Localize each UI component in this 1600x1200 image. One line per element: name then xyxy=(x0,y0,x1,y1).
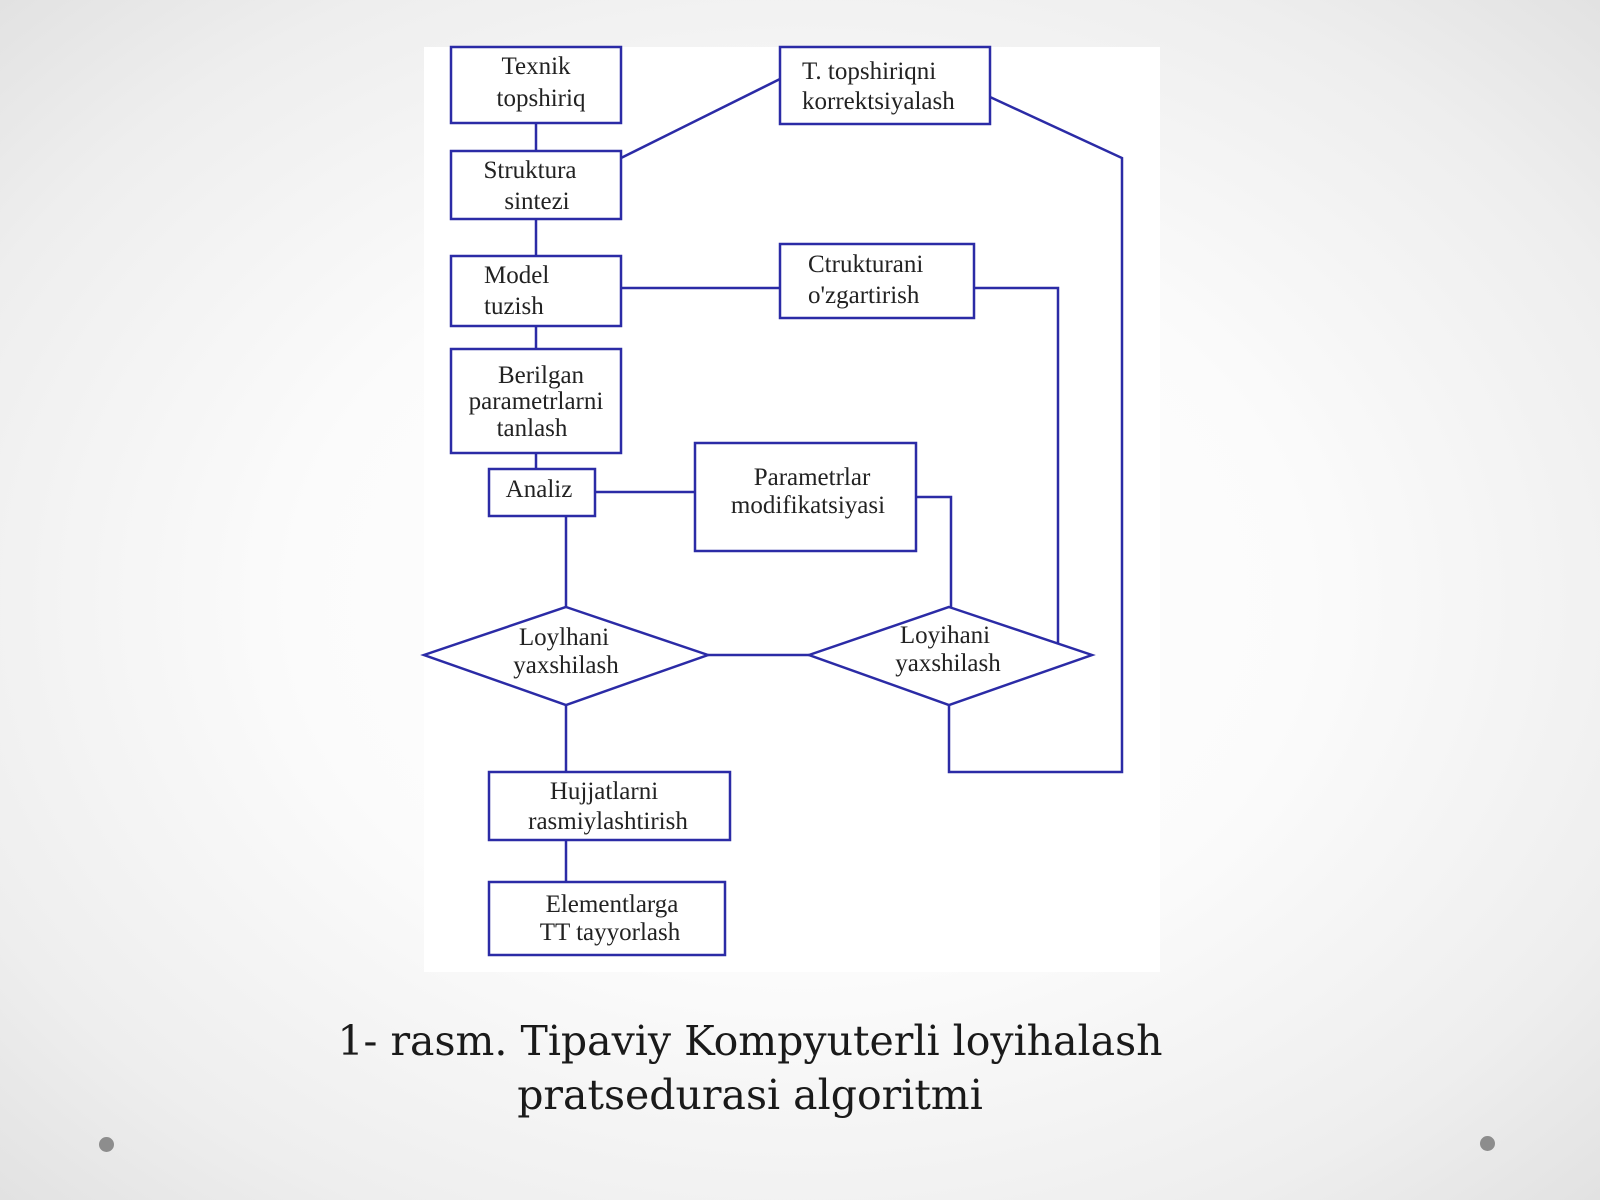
node-analiz-box xyxy=(487,467,597,518)
node-loyihani-yaxshilash: Loyihani yaxshilash xyxy=(805,605,1096,707)
node-texnik-topshiriq: Texnik topshiriq xyxy=(449,45,623,125)
slide-bullet-left xyxy=(99,1137,114,1152)
connector-korrektsiyalash-loop xyxy=(947,95,1124,774)
node-loylhani-line1: Loylhani xyxy=(519,624,609,651)
node-model-tuzish-box xyxy=(449,254,623,328)
node-analiz: Analiz xyxy=(487,467,597,518)
node-berilgan-line2: parametrlarni xyxy=(469,388,604,415)
node-t-topshiriqni-korrektsiyalash: T. topshiriqni korrektsiyalash xyxy=(778,45,992,126)
node-hujjatlarni-box xyxy=(487,770,732,842)
node-struktura-sintezi-line2: sintezi xyxy=(504,188,569,215)
connector-ctrukturani-loyihani xyxy=(974,286,1060,643)
node-elementlarga-line1: Elementlarga xyxy=(546,891,679,918)
node-parametrlar-line2: modifikatsiyasi xyxy=(731,492,885,519)
node-model-tuzish-line1: Model xyxy=(484,262,549,289)
node-struktura-sintezi: Struktura sintezi xyxy=(449,149,623,221)
node-loyihani-line2: yaxshilash xyxy=(895,650,1001,677)
node-texnik-topshiriq-line2: topshiriq xyxy=(497,85,586,112)
node-berilgan-line1: Berilgan xyxy=(498,362,585,389)
node-elementlarga-box xyxy=(487,880,727,957)
node-loyihani-line1: Loyihani xyxy=(900,622,990,649)
node-elementlarga-tt-tayyorlash: Elementlarga TT tayyorlash xyxy=(487,880,727,957)
node-hujjatlarni-line2: rasmiylashtirish xyxy=(528,808,688,835)
node-loylhani-line2: yaxshilash xyxy=(513,652,619,679)
slide-bullet-right xyxy=(1480,1136,1495,1151)
node-ctrukturani-box xyxy=(778,242,976,320)
node-loylhani-diamond xyxy=(420,605,712,707)
connector-parametrlar-loyihani xyxy=(916,495,953,607)
node-parametrlar-modifikatsiyasi: Parametrlar modifikatsiyasi xyxy=(693,441,918,553)
node-berilgan-box xyxy=(449,347,623,455)
node-hujjatlarni-line1: Hujjatlarni xyxy=(550,778,658,805)
node-analiz-line1: Analiz xyxy=(506,476,573,503)
node-model-tuzish: Model tuzish xyxy=(449,254,623,328)
node-hujjatlarni-rasmiylashtirish: Hujjatlarni rasmiylashtirish xyxy=(487,770,732,842)
node-ctrukturani-ozgartirish: Ctrukturani o'zgartirish xyxy=(778,242,976,320)
node-elementlarga-line2: TT tayyorlash xyxy=(540,919,681,946)
node-korrektsiyalash-line1: T. topshiriqni xyxy=(802,58,936,85)
figure-caption-line1: 1- rasm. Tipaviy Kompyuterli loyihalash xyxy=(337,1017,1163,1065)
node-loyihani-diamond xyxy=(805,605,1096,707)
node-ctrukturani-line1: Ctrukturani xyxy=(808,251,923,278)
node-model-tuzish-line2: tuzish xyxy=(484,293,544,320)
node-korrektsiyalash-line2: korrektsiyalash xyxy=(802,88,955,115)
node-ctrukturani-line2: o'zgartirish xyxy=(808,282,920,309)
node-berilgan-parametrlarni-tanlash: Berilgan parametrlarni tanlash xyxy=(449,347,623,455)
node-korrektsiyalash-box xyxy=(778,45,992,126)
node-texnik-topshiriq-line1: Texnik xyxy=(501,53,571,80)
figure-caption: 1- rasm. Tipaviy Kompyuterli loyihalash … xyxy=(200,1014,1300,1122)
node-struktura-sintezi-box xyxy=(449,149,623,221)
node-texnik-topshiriq-box xyxy=(449,45,623,125)
node-berilgan-line3: tanlash xyxy=(497,415,568,442)
node-parametrlar-line1: Parametrlar xyxy=(754,464,871,491)
connectors xyxy=(534,77,1124,882)
node-parametrlar-box xyxy=(693,441,918,553)
connector-struktura-korrektsiyalash xyxy=(620,77,781,160)
node-struktura-sintezi-line1: Struktura xyxy=(483,157,576,184)
figure-caption-line2: pratsedurasi algoritmi xyxy=(517,1071,983,1119)
node-loylhani-yaxshilash: Loylhani yaxshilash xyxy=(420,605,712,707)
